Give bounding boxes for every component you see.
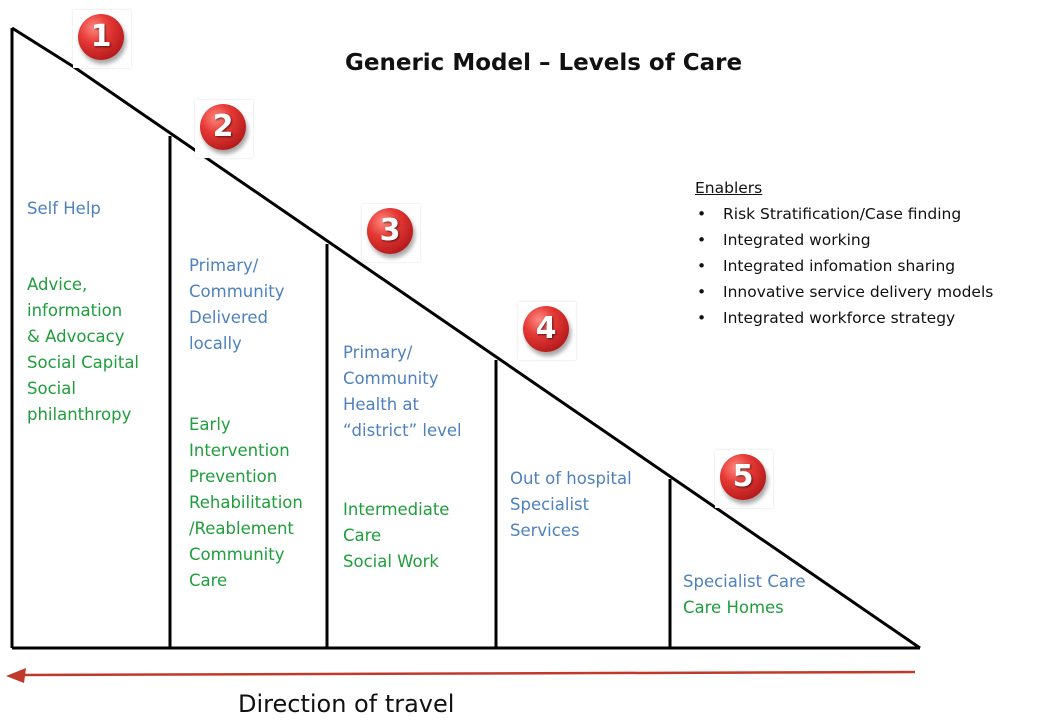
level-2-green-text: Early Intervention Prevention Rehabilita…	[189, 415, 303, 590]
enablers-list: Enablers Risk Stratification/Case findin…	[695, 175, 993, 331]
level-3-badge: 3	[362, 204, 420, 262]
direction-arrow	[6, 668, 916, 683]
enablers-heading: Enablers	[695, 179, 763, 197]
red-ball-icon: 1	[78, 14, 124, 60]
level-1-badge: 1	[73, 10, 131, 68]
level-3-blue-text: Primary/ Community Health at “district” …	[343, 343, 462, 440]
level-1-blue-text: Self Help	[27, 199, 101, 218]
red-ball-icon: 2	[200, 104, 246, 150]
level-2-blue-text: Primary/ Community Delivered locally	[189, 256, 285, 353]
diagram-title: Generic Model – Levels of Care	[345, 50, 743, 76]
level-4-blue-text: Out of hospital Specialist Services	[510, 469, 632, 540]
enabler-item: Integrated infomation sharing	[695, 253, 993, 279]
enabler-item: Risk Stratification/Case finding	[695, 201, 993, 227]
level-4-badge: 4	[518, 302, 576, 360]
enablers-items: Risk Stratification/Case finding Integra…	[695, 201, 993, 331]
level-dividers	[168, 136, 672, 648]
enabler-item: Integrated working	[695, 227, 993, 253]
enabler-item: Integrated workforce strategy	[695, 305, 993, 331]
level-2-badge: 2	[195, 100, 253, 158]
level-1-green-text: Advice, information & Advocacy Social Ca…	[27, 275, 140, 424]
level-5-badge: 5	[715, 450, 773, 508]
enabler-item: Innovative service delivery models	[695, 279, 993, 305]
red-ball-icon: 4	[523, 306, 569, 352]
triangle-outline	[10, 26, 921, 650]
level-5-text: Specialist Care Care Homes	[683, 572, 806, 617]
direction-label: Direction of travel	[238, 690, 455, 718]
red-ball-icon: 3	[367, 208, 413, 254]
red-ball-icon: 5	[720, 454, 766, 500]
level-3-green-text: Intermediate Care Social Work	[343, 500, 450, 571]
